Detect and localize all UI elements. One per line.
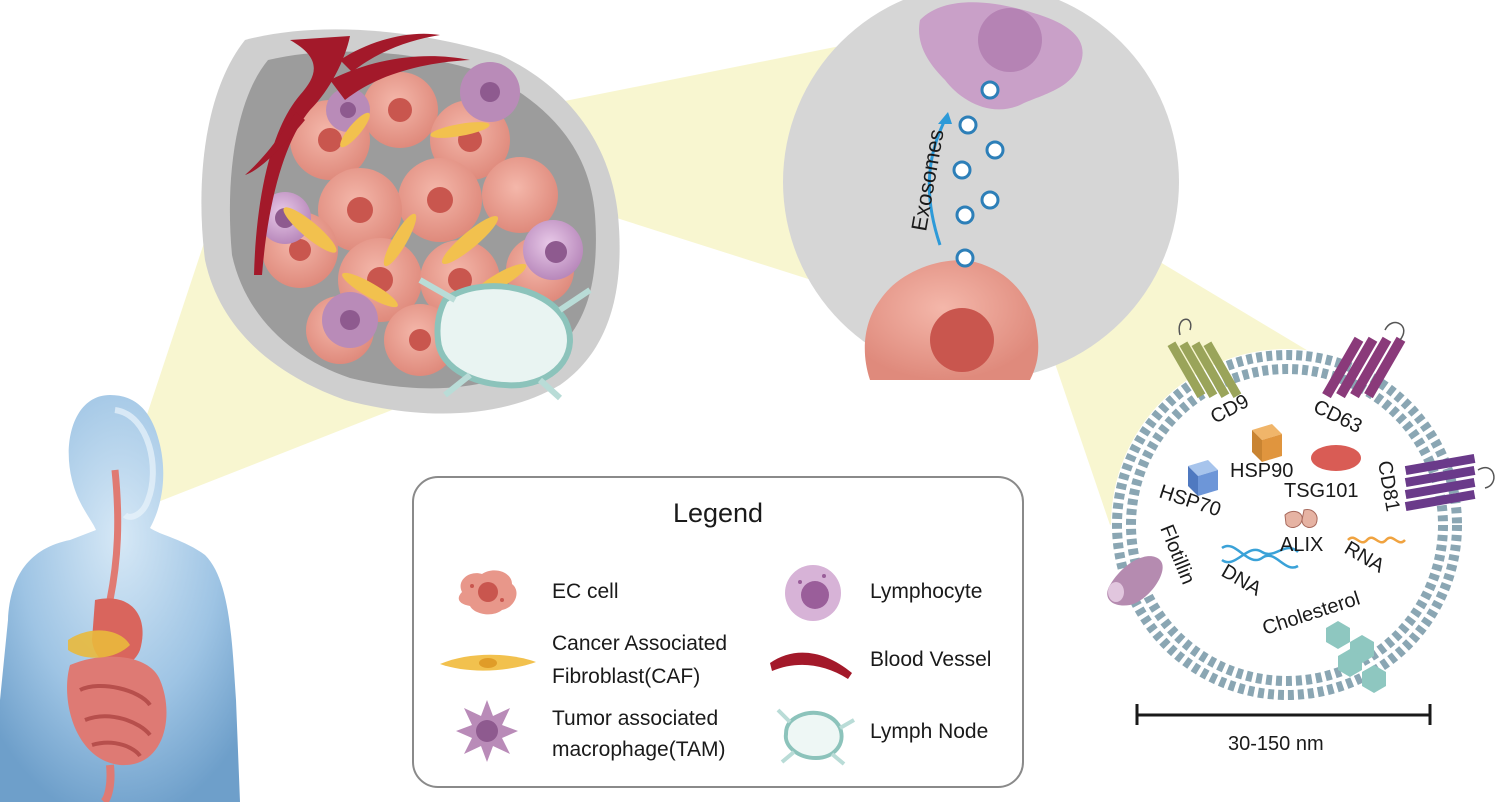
- flotillin-icon: [1107, 556, 1163, 606]
- legend-title: Legend: [672, 498, 764, 528]
- legend-box: Legend EC cell Lymphocyte Cancer Associa…: [412, 476, 1024, 788]
- exosome-arrow: [927, 119, 947, 246]
- exosome-structure: CD9 CD63 CD81 HSP90 HSP70 TSG101 ALIX RN…: [1107, 318, 1495, 701]
- legend-label-lymph-node: Lymph Node: [870, 720, 989, 743]
- fibroblasts: [283, 112, 527, 308]
- human-body: [0, 395, 240, 802]
- lymphocyte-icon: [785, 565, 841, 621]
- cholesterol-icon: [1326, 621, 1386, 693]
- scale-label: 30-150 nm: [1228, 733, 1324, 755]
- lymphocytes: [259, 192, 583, 280]
- blood-vessel-icon: [770, 652, 852, 679]
- cd9-protein: [1167, 318, 1242, 398]
- intestines: [67, 656, 167, 766]
- tsg101-icon: [1311, 445, 1361, 471]
- hsp90-cube-icon: [1252, 424, 1282, 462]
- exosome-particles: [952, 80, 1005, 268]
- legend-label-blood-vessel: Blood Vessel: [870, 648, 992, 671]
- legend-label-lymphocyte: Lymphocyte: [870, 580, 983, 603]
- dna-icon: [1221, 544, 1299, 569]
- legend-label-tam-line2: macrophage(TAM): [552, 738, 726, 761]
- blood-vessel: [245, 33, 470, 275]
- lymph-node-icon: [776, 708, 855, 766]
- rna-icon: [1347, 536, 1406, 544]
- hsp70-cube-icon: [1188, 460, 1218, 496]
- tsg101-label: TSG101: [1284, 480, 1358, 502]
- legend-label-caf-line2: Fibroblast(CAF): [552, 665, 701, 688]
- liver: [68, 630, 130, 658]
- macrophage-icon: [456, 700, 518, 762]
- lymph-node: [418, 277, 592, 401]
- legend-label-ec-cell: EC cell: [552, 580, 619, 603]
- esophagus: [106, 469, 122, 601]
- cd81-protein: [1404, 453, 1495, 512]
- tumor-tissue: [201, 29, 620, 414]
- ec-cell-icon: [458, 570, 517, 615]
- scale-bar: [1135, 704, 1432, 725]
- legend-label-tam-line1: Tumor associated: [552, 707, 719, 730]
- exosome-release-circle: Exosomes: [783, 0, 1179, 380]
- hsp90-label: HSP90: [1230, 460, 1293, 482]
- legend-label-caf-line1: Cancer Associated: [552, 632, 728, 655]
- fibroblast-icon: [440, 654, 536, 671]
- alix-label: ALIX: [1280, 534, 1323, 556]
- cd63-protein: [1322, 321, 1406, 399]
- alix-icon: [1284, 509, 1318, 528]
